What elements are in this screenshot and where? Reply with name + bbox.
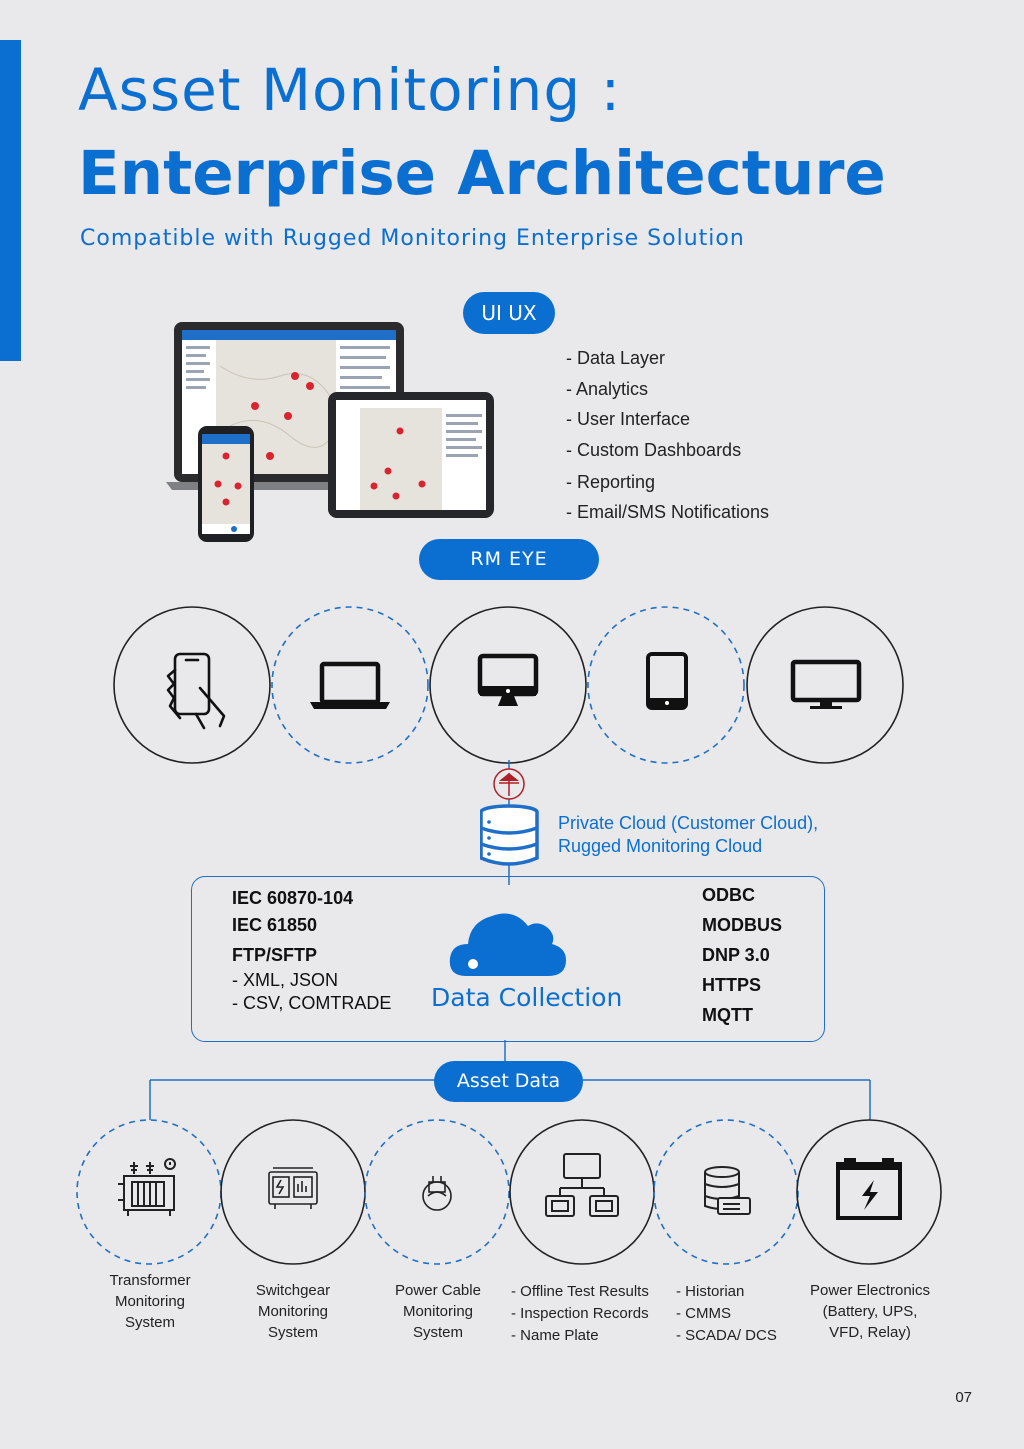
- protocol-ftp-sftp: FTP/SFTP: [232, 945, 317, 965]
- cloud-line1: Private Cloud (Customer Cloud),: [558, 813, 819, 833]
- asset-label-line: VFD, Relay): [829, 1324, 911, 1341]
- rm-eye-pill: RM EYE: [419, 539, 599, 580]
- accent-bar: [0, 40, 21, 361]
- asset-label-line: Monitoring: [257, 1303, 329, 1320]
- feature-user-interface: - User Interface: [566, 409, 691, 429]
- asset-label-line: - Name Plate: [511, 1327, 599, 1344]
- feature-custom-dashboards: - Custom Dashboards: [566, 440, 742, 460]
- feature-reporting: - Reporting: [566, 472, 656, 492]
- power-cable-icon: [422, 1176, 452, 1211]
- database-server-icon: [704, 1166, 751, 1215]
- asset-label-line: - Inspection Records: [511, 1305, 649, 1322]
- cloud-line2: Rugged Monitoring Cloud: [558, 836, 763, 856]
- asset-label-line: System: [412, 1324, 463, 1341]
- rm-eye-device-row: [113, 606, 904, 764]
- asset-label-line: Monitoring: [114, 1293, 186, 1310]
- protocol-odbc: ODBC: [702, 885, 755, 905]
- widescreen-monitor-icon: [790, 659, 862, 709]
- protocol-https: HTTPS: [702, 975, 762, 995]
- data-collection-box: [191, 876, 825, 1042]
- asset-label-switchgear: Switchgear Monitoring System: [233, 1280, 353, 1343]
- asset-label-historian: - Historian - CMMS - SCADA/ DCS: [676, 1281, 806, 1347]
- switchgear-icon: [268, 1167, 318, 1209]
- asset-label-line: - Historian: [676, 1283, 745, 1300]
- asset-label-line: Transformer: [109, 1272, 191, 1289]
- asset-label-power-cable: Power Cable Monitoring System: [378, 1280, 498, 1343]
- laptop-icon: [310, 661, 390, 709]
- protocol-iec-61850: IEC 61850: [232, 915, 318, 935]
- ui-ux-pill: UI UX: [463, 292, 555, 334]
- devices-screenshot-illustration: [166, 322, 494, 542]
- tablet-icon: [646, 652, 688, 710]
- cloud-database-icon: [480, 804, 539, 866]
- battery-power-icon: [836, 1158, 902, 1220]
- asset-data-pill: Asset Data: [434, 1061, 583, 1102]
- feature-data-layer: - Data Layer: [566, 348, 666, 368]
- transformer-icon: [118, 1158, 176, 1216]
- asset-label-line: (Battery, UPS,: [822, 1303, 918, 1320]
- asset-label-line: Monitoring: [402, 1303, 474, 1320]
- protocol-modbus: MODBUS: [702, 915, 782, 935]
- protocol-mqtt: MQTT: [702, 1005, 753, 1025]
- page-number: 07: [955, 1389, 972, 1406]
- format-xml-json: - XML, JSON: [232, 970, 339, 990]
- page-title-line1: Asset Monitoring :: [78, 56, 622, 124]
- asset-label-transformer: Transformer Monitoring System: [90, 1270, 210, 1333]
- asset-label-line: System: [267, 1324, 318, 1341]
- asset-label-power-electronics: Power Electronics (Battery, UPS, VFD, Re…: [800, 1280, 940, 1343]
- page-subtitle: Compatible with Rugged Monitoring Enterp…: [80, 226, 745, 251]
- page-title-line2: Enterprise Architecture: [78, 138, 886, 209]
- cloud-description: Private Cloud (Customer Cloud), Rugged M…: [558, 812, 818, 858]
- network-computers-icon: [545, 1153, 619, 1217]
- asset-label-line: - CMMS: [676, 1305, 731, 1322]
- vertical-connector: [480, 760, 539, 885]
- desktop-monitor-icon: [477, 653, 539, 706]
- feature-email-sms: - Email/SMS Notifications: [566, 502, 770, 522]
- asset-label-line: System: [124, 1314, 175, 1331]
- asset-label-line: Switchgear: [255, 1282, 331, 1299]
- protocol-dnp3: DNP 3.0: [702, 945, 770, 965]
- up-down-arrow-icon: [493, 768, 525, 800]
- asset-label-records: - Offline Test Results - Inspection Reco…: [511, 1281, 671, 1347]
- data-collection-label: Data Collection: [431, 983, 623, 1012]
- feature-analytics: - Analytics: [566, 379, 649, 399]
- format-csv-comtrade: - CSV, COMTRADE: [232, 993, 392, 1013]
- asset-label-line: Power Cable: [395, 1282, 481, 1299]
- asset-icon-row: [76, 1119, 942, 1265]
- asset-label-line: - SCADA/ DCS: [676, 1327, 777, 1344]
- asset-label-line: - Offline Test Results: [511, 1283, 649, 1300]
- phone-in-hand-icon: [166, 652, 226, 730]
- data-collection-cloud-icon: [449, 913, 566, 976]
- asset-label-line: Power Electronics: [809, 1282, 931, 1299]
- protocol-iec-60870: IEC 60870-104: [232, 888, 354, 908]
